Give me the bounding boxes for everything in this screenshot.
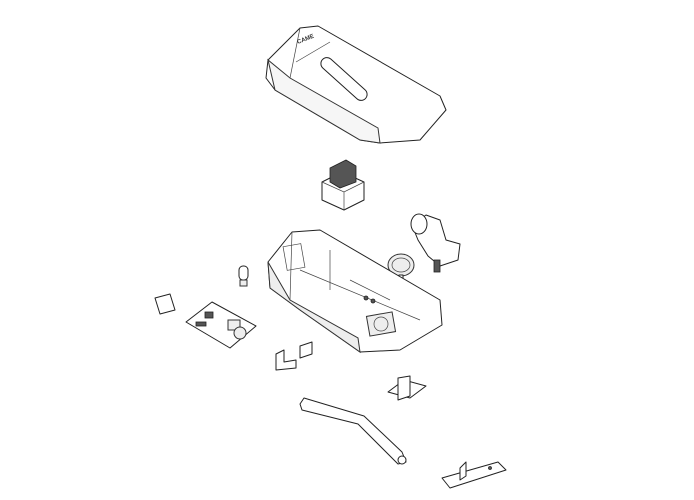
control-board (185, 301, 257, 349)
base-housing (267, 229, 443, 354)
cover: CAME (265, 25, 447, 144)
transformer (321, 159, 365, 211)
ceiling-bracket (441, 461, 507, 489)
small-brackets (275, 341, 313, 371)
door-bracket (387, 375, 427, 401)
small-plate (154, 293, 176, 315)
lamp-bulb (238, 265, 249, 287)
gearmotor (410, 213, 461, 273)
transmission-arm (299, 397, 407, 465)
